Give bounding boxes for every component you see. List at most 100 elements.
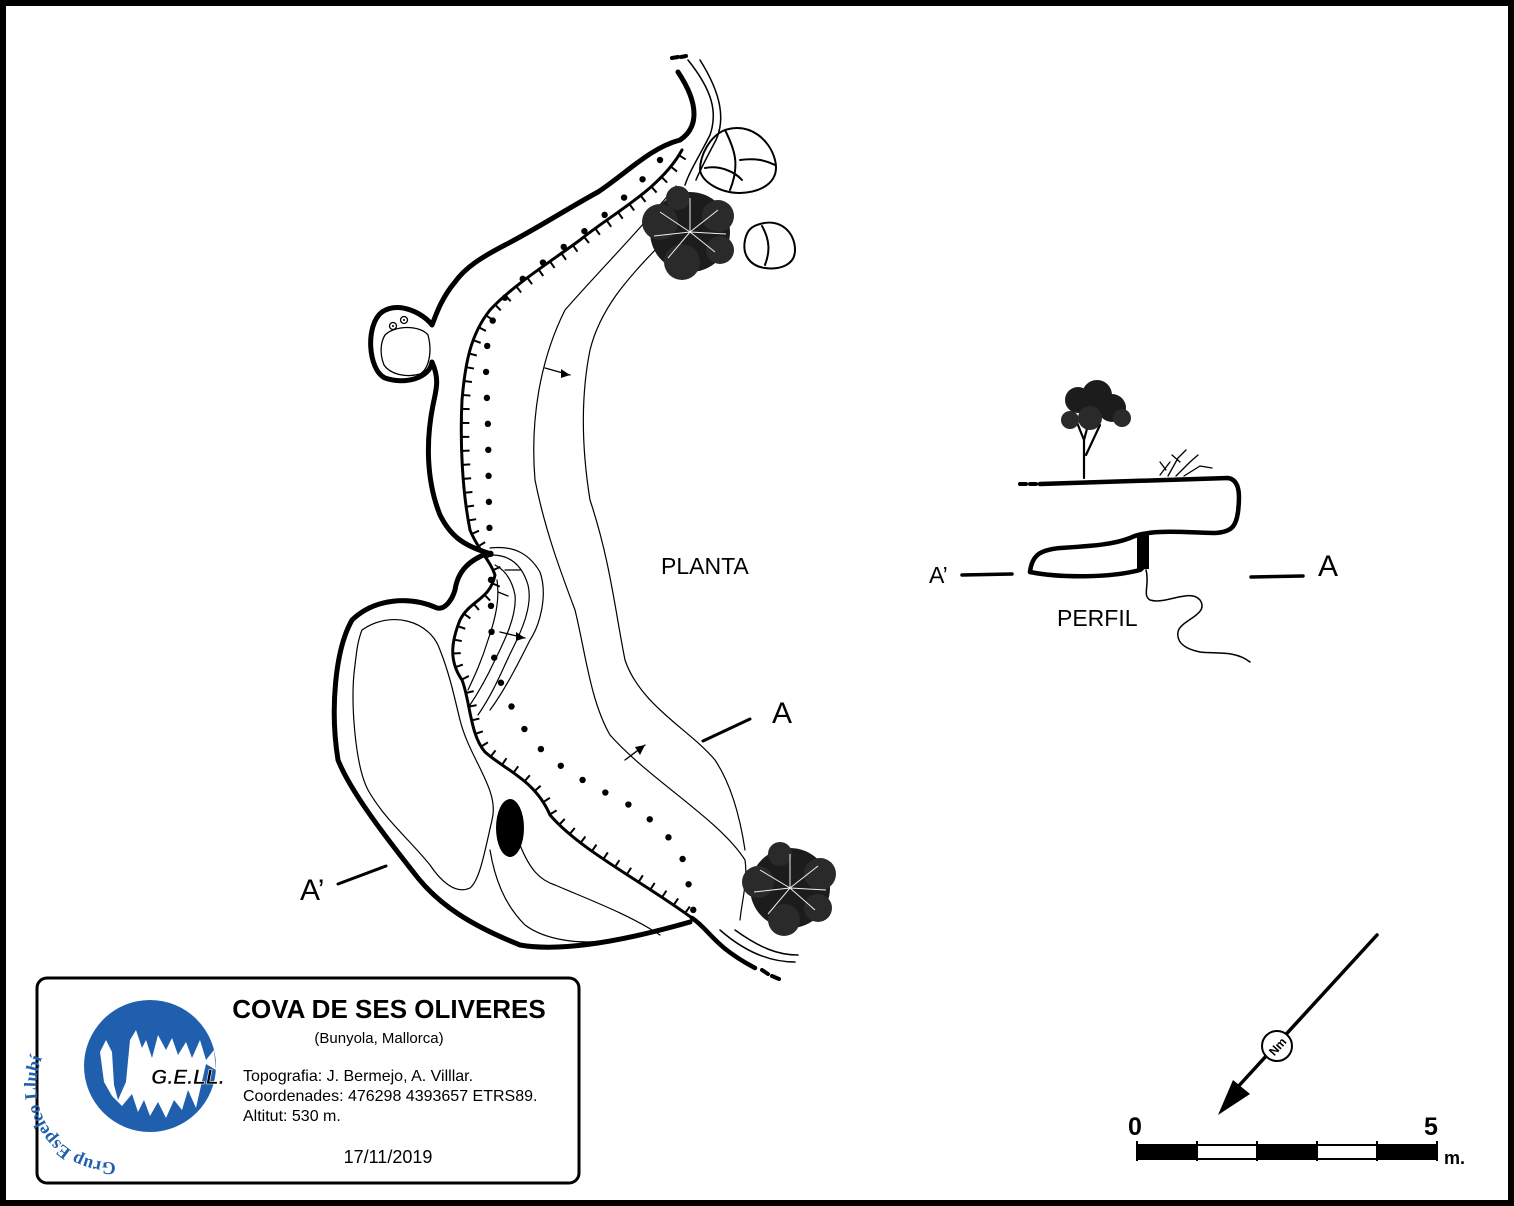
drip-dot <box>521 725 528 733</box>
wall-tick <box>463 612 471 620</box>
wall-tick <box>494 304 502 312</box>
plan-label: PLANTA <box>661 553 749 579</box>
scale-segment <box>1316 1144 1378 1160</box>
wall-tick <box>464 490 473 494</box>
wall-tick <box>637 874 644 883</box>
slope-arrow-icon <box>544 367 571 378</box>
wall-tick <box>480 741 489 748</box>
drip-dot <box>537 745 545 753</box>
north-arrow-head <box>1218 1080 1250 1115</box>
scale-segment <box>1376 1144 1438 1160</box>
drip-dot <box>579 776 586 784</box>
profile-label: PERFIL <box>1057 605 1138 631</box>
slope-arrow-icon <box>499 631 526 641</box>
wall-tick <box>462 393 471 397</box>
wall-tick <box>463 380 473 384</box>
cave-wall-left <box>331 69 697 950</box>
wall-tick <box>542 796 551 803</box>
wall-tick <box>455 663 464 669</box>
drip-dot <box>581 227 588 235</box>
drip-dot <box>484 420 492 428</box>
wall-tick <box>594 227 601 236</box>
wall-tick <box>568 827 576 835</box>
drip-dot <box>620 194 628 201</box>
wall-tick <box>617 211 624 220</box>
wall-tick <box>661 890 668 898</box>
wall-tick <box>572 244 579 253</box>
profile-lower-line <box>1027 562 1149 579</box>
wall-tick <box>465 690 474 694</box>
survey-coordinates: Coordenades: 476298 4393657 ETRS89. <box>243 1088 537 1105</box>
drip-dot <box>601 211 608 219</box>
logo-cave-silhouette <box>100 1030 216 1118</box>
wall-tick <box>515 285 522 294</box>
wall-tick <box>466 504 475 508</box>
plan-mark-a: A <box>772 697 792 730</box>
wall-tick <box>560 252 567 261</box>
plan-tick-small <box>497 569 521 597</box>
plan-dash-top <box>670 54 688 60</box>
wall-tick <box>483 594 491 602</box>
profile-section-line-right <box>1249 574 1305 579</box>
wall-tick <box>549 809 558 816</box>
cave-location: (Bunyola, Mallorca) <box>314 1030 443 1047</box>
logo-name: G.E.LL. <box>151 1066 225 1089</box>
drip-dot <box>602 789 609 796</box>
plan-lower-contour-2 <box>519 844 661 936</box>
wall-tick <box>625 867 632 876</box>
section-line-a <box>701 717 752 743</box>
plan-niche-contour-1 <box>489 546 544 711</box>
drip-dot <box>486 524 493 532</box>
wall-tick <box>461 675 470 681</box>
wall-tick <box>549 260 556 269</box>
wall-tick <box>639 194 647 203</box>
wall-tick <box>457 625 466 630</box>
plan-niche-contour-2 <box>477 554 530 716</box>
profile-drain-line <box>1145 569 1251 663</box>
drip-dot <box>625 801 632 808</box>
tree-icon <box>742 842 836 936</box>
survey-team: Topografia: J. Bermejo, A. Villlar. <box>243 1068 473 1085</box>
scale-segment <box>1196 1144 1258 1160</box>
cave-survey-drawing: A A’ PLANTA A’ A PERFIL Nm <box>20 54 1465 1185</box>
wall-tick <box>650 185 658 194</box>
north-arrow-shaft <box>1233 933 1379 1092</box>
cave-wall-right <box>689 915 758 971</box>
tree-icon <box>1061 380 1131 480</box>
plan-mark-a-prime: A’ <box>300 874 324 907</box>
survey-altitude: Altitut: 530 m. <box>243 1108 341 1125</box>
wall-tick <box>602 851 609 860</box>
drip-dot <box>501 294 509 301</box>
drip-dot <box>485 498 493 506</box>
scale-end-label: 5 <box>1424 1113 1438 1141</box>
wall-tick <box>471 529 480 535</box>
wall-tick <box>471 717 480 722</box>
drip-dot <box>557 762 564 769</box>
drip-dot <box>485 446 492 454</box>
drip-dot <box>646 816 653 823</box>
wall-tick <box>579 835 587 844</box>
profile-mark-a-prime: A’ <box>929 562 948 588</box>
drip-dot <box>685 881 692 888</box>
drip-dot <box>487 576 495 584</box>
wall-tick <box>534 784 542 792</box>
survey-date: 17/11/2019 <box>344 1147 433 1167</box>
drip-dot <box>487 550 494 558</box>
wall-tick <box>672 897 679 906</box>
plan-contour-1 <box>533 185 747 921</box>
wall-tick <box>477 541 486 548</box>
profile-section-line-left <box>960 572 1014 577</box>
wall-tick <box>512 765 519 774</box>
wall-tick <box>523 774 531 782</box>
wall-tick <box>558 818 566 826</box>
north-arrow-badge <box>1261 1030 1293 1062</box>
cave-title: COVA DE SES OLIVERES <box>232 994 546 1024</box>
cave-plan: A A’ PLANTA <box>300 54 836 981</box>
drip-dot <box>497 679 505 686</box>
wall-tick <box>605 219 612 228</box>
drip-line-dots <box>482 156 697 914</box>
profile-mark-a: A <box>1318 550 1338 583</box>
drip-dot <box>487 602 495 610</box>
wall-tick <box>628 203 635 212</box>
plan-lower-contour-1 <box>489 849 611 943</box>
